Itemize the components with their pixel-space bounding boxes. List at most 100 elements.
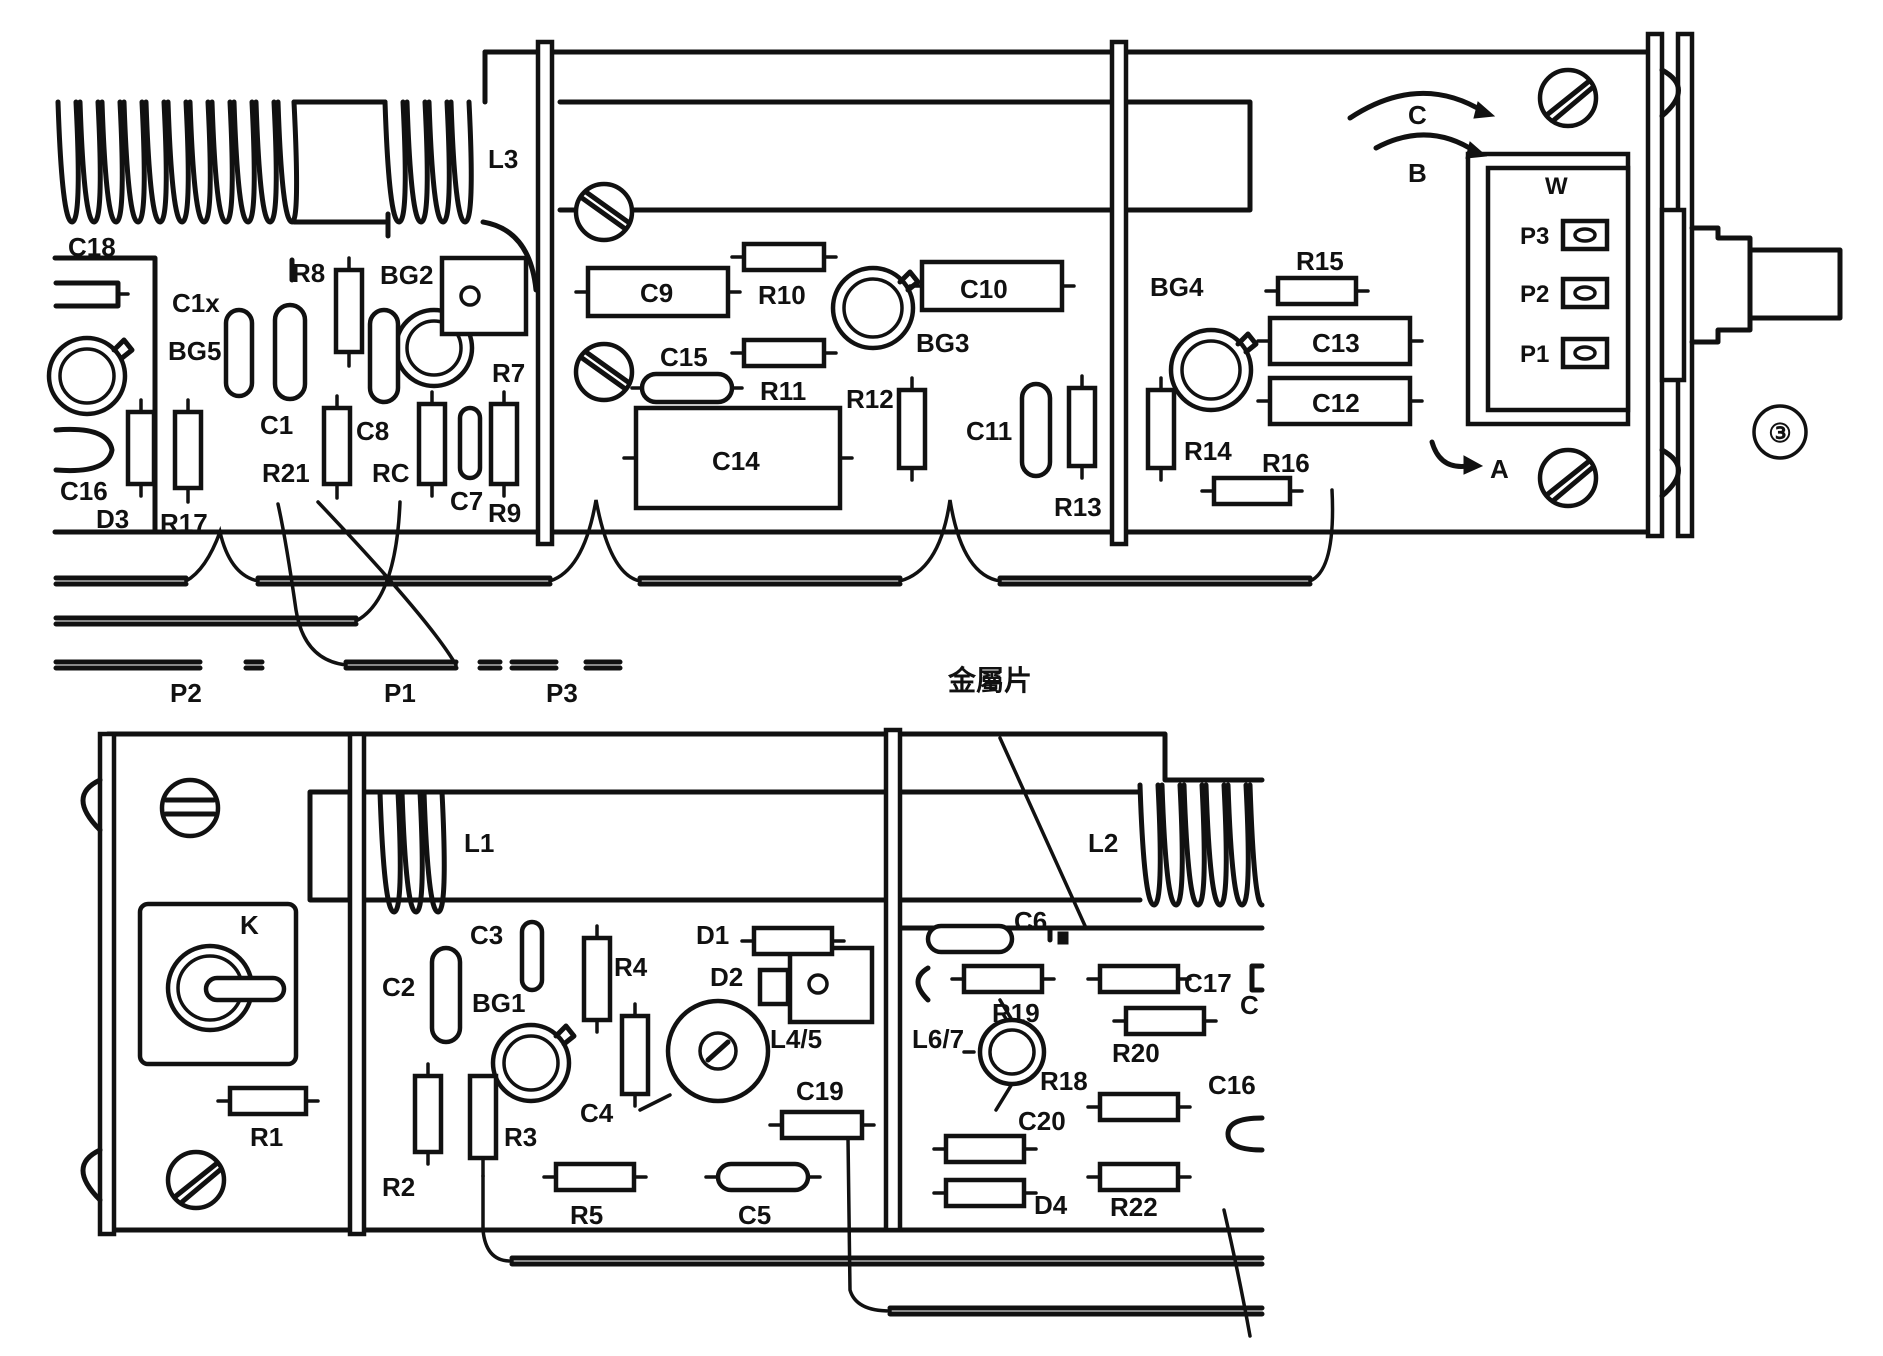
label-c11: C11 bbox=[966, 416, 1012, 446]
label-c-partial: C bbox=[1240, 990, 1259, 1020]
label-r4: R4 bbox=[614, 952, 648, 982]
label-c7: C7 bbox=[450, 486, 483, 516]
label-c5: C5 bbox=[738, 1200, 771, 1230]
label-a: A bbox=[1490, 454, 1509, 484]
label-l67: L6/7 bbox=[912, 1024, 964, 1054]
label-r14: R14 bbox=[1184, 436, 1232, 466]
label-c10: C10 bbox=[960, 274, 1008, 304]
figure-number-ring bbox=[1752, 404, 1808, 460]
arrow-a bbox=[1429, 439, 1471, 469]
label-d1: D1 bbox=[696, 920, 729, 950]
bottom-board bbox=[80, 727, 1265, 1338]
rotary-switch bbox=[1465, 67, 1843, 499]
bottom-leads bbox=[216, 924, 1218, 1195]
top-transistors bbox=[46, 255, 1259, 417]
label-l3: L3 bbox=[488, 144, 518, 174]
label-rc: RC bbox=[372, 458, 410, 488]
arrow-c bbox=[1347, 90, 1487, 121]
label-p2: P2 bbox=[1520, 281, 1549, 308]
metal-strip-pointer bbox=[998, 736, 1088, 930]
coil-l2-windings bbox=[1137, 782, 1265, 908]
label-bg5: BG5 bbox=[168, 336, 221, 366]
bottom-transistors bbox=[490, 945, 1047, 1104]
arrow-c-head bbox=[1473, 101, 1496, 119]
label-c18: C18 bbox=[68, 232, 116, 262]
top-ferrite-rod bbox=[557, 99, 1253, 213]
label-r1: R1 bbox=[250, 1122, 283, 1152]
figure-number: ③ bbox=[1768, 418, 1791, 448]
label-l45: L4/5 bbox=[770, 1024, 822, 1054]
bottom-mount-bar-3 bbox=[883, 727, 903, 1233]
label-r11: R11 bbox=[760, 376, 806, 406]
label-wire-p3: P3 bbox=[546, 678, 578, 708]
label-c1: C1 bbox=[260, 410, 293, 440]
label-r2: R2 bbox=[382, 1172, 415, 1202]
label-bg1: BG1 bbox=[472, 988, 525, 1018]
label-r3: R3 bbox=[504, 1122, 537, 1152]
label-c: C bbox=[1408, 100, 1427, 130]
label-r12: R12 bbox=[846, 384, 894, 414]
label-d4: D4 bbox=[1034, 1190, 1068, 1220]
label-b: B bbox=[1408, 158, 1427, 188]
label-c6: C6 bbox=[1014, 906, 1047, 936]
label-c16-bottom: C16 bbox=[1208, 1070, 1256, 1100]
top-components bbox=[53, 241, 1413, 511]
bottom-left-clips bbox=[80, 777, 103, 1203]
label-c12: C12 bbox=[1312, 388, 1360, 418]
label-r5: R5 bbox=[570, 1200, 603, 1230]
label-k: K bbox=[240, 910, 259, 940]
toggle-switch-k bbox=[137, 901, 299, 1067]
metal-strip-tab bbox=[1057, 931, 1069, 945]
label-r17: R17 bbox=[160, 508, 208, 538]
bottom-oval-capacitors bbox=[429, 919, 1265, 1193]
label-c8: C8 bbox=[356, 416, 389, 446]
arrow-a-head bbox=[1463, 455, 1484, 475]
label-d3: D3 bbox=[96, 504, 129, 534]
label-p3: P3 bbox=[1520, 223, 1549, 250]
label-r18: R18 bbox=[1040, 1066, 1088, 1096]
bottom-mount-bar-1 bbox=[97, 731, 117, 1237]
arrow-b-head bbox=[1465, 141, 1488, 159]
label-r7: R7 bbox=[492, 358, 525, 388]
bottom-wire-harness bbox=[481, 1136, 1265, 1338]
label-r15: R15 bbox=[1296, 246, 1344, 276]
label-p1: P1 bbox=[1520, 341, 1549, 368]
label-c13: C13 bbox=[1312, 328, 1360, 358]
label-r13: R13 bbox=[1054, 492, 1102, 522]
label-c3: C3 bbox=[470, 920, 503, 950]
label-w: W bbox=[1545, 173, 1568, 200]
direction-arrows bbox=[1347, 90, 1496, 475]
bottom-mount-bar-2 bbox=[347, 731, 367, 1237]
label-wire-p1: P1 bbox=[384, 678, 416, 708]
label-l2: L2 bbox=[1088, 828, 1118, 858]
label-r10: R10 bbox=[758, 280, 806, 310]
label-r16: R16 bbox=[1262, 448, 1310, 478]
bottom-components bbox=[227, 925, 1265, 1209]
label-c16-top: C16 bbox=[60, 476, 108, 506]
bottom-chassis-top bbox=[105, 731, 1265, 783]
top-board bbox=[46, 31, 1843, 671]
labels: C B A W P3 P2 P1 ③ C18 C1x BG5 C16 D3 R1… bbox=[60, 100, 1808, 1230]
coil-l3-windings bbox=[55, 99, 474, 225]
label-c9: C9 bbox=[640, 278, 673, 308]
label-l1: L1 bbox=[464, 828, 494, 858]
top-mount-bar-2 bbox=[1109, 39, 1129, 547]
label-r8: R8 bbox=[292, 258, 325, 288]
bottom-ferrite-rod bbox=[307, 789, 1143, 903]
label-c20: C20 bbox=[1018, 1106, 1066, 1136]
label-c15: C15 bbox=[660, 342, 708, 372]
label-c2: C2 bbox=[382, 972, 415, 1002]
label-wire-p2: P2 bbox=[170, 678, 202, 708]
label-c14: C14 bbox=[712, 446, 760, 476]
top-mount-bar-1 bbox=[535, 39, 555, 547]
label-c17: C17 bbox=[1184, 968, 1232, 998]
label-metal-strip: 金屬片 bbox=[947, 664, 1032, 696]
label-c1x: C1x bbox=[172, 288, 220, 318]
bottom-screws bbox=[159, 777, 227, 1211]
top-screws bbox=[573, 67, 1599, 509]
label-r22: R22 bbox=[1110, 1192, 1158, 1222]
label-d2: D2 bbox=[710, 962, 743, 992]
coil-l1-windings bbox=[377, 789, 447, 915]
